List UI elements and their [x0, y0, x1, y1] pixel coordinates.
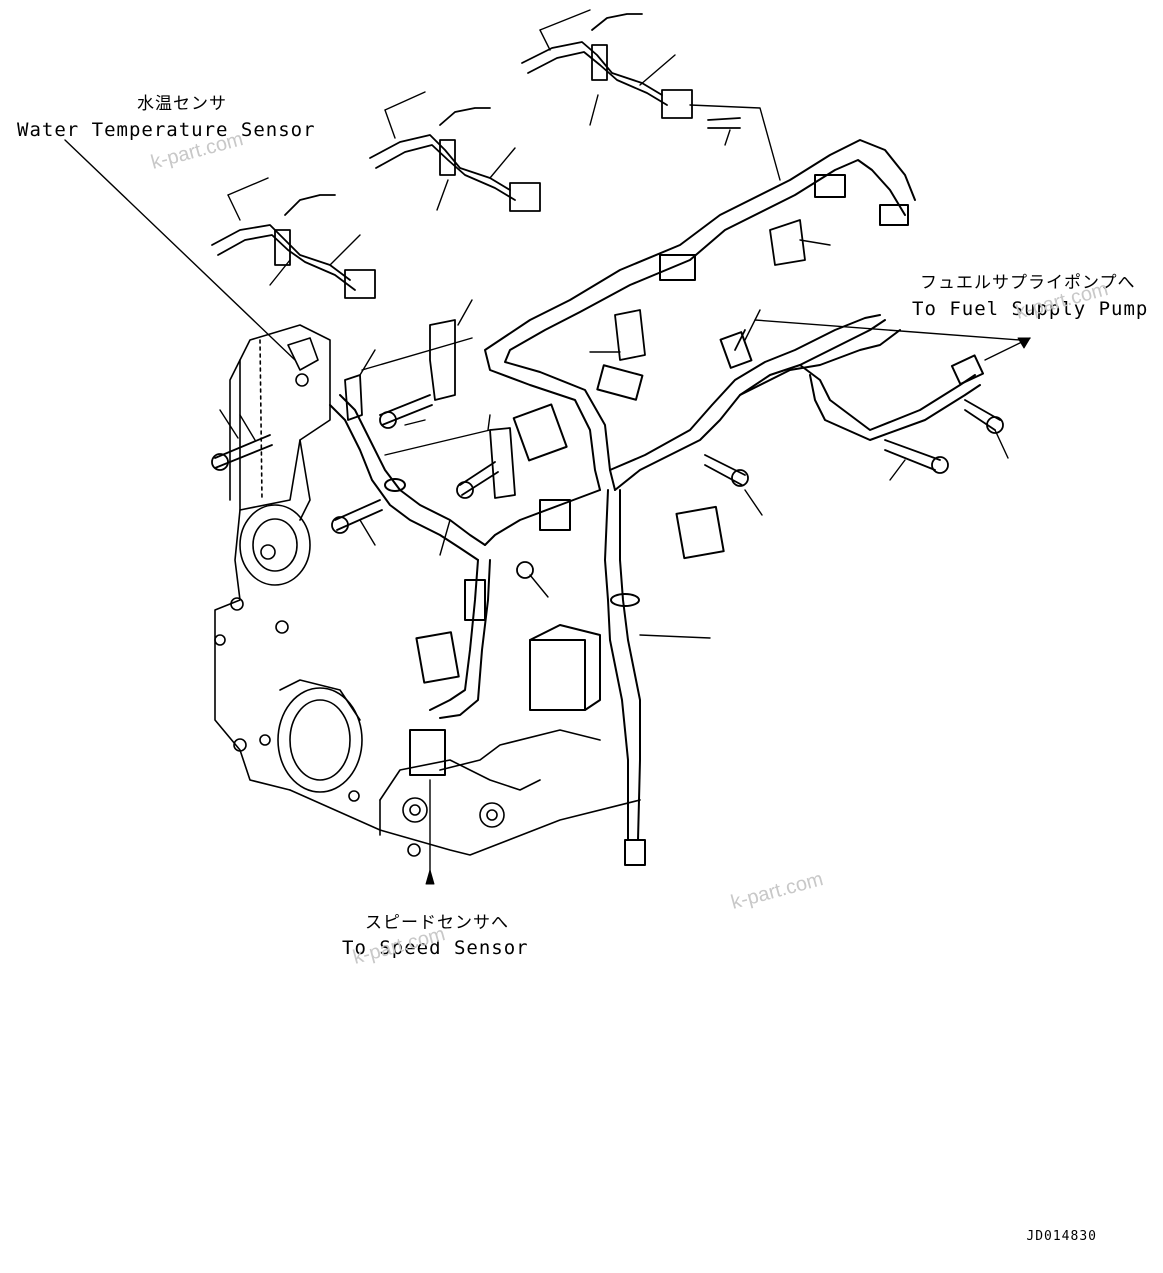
- brackets: [344, 219, 806, 499]
- injector-harness-2: [369, 107, 541, 212]
- drawing-number: JD014830: [1026, 1229, 1097, 1244]
- injector-harness-3: [521, 13, 693, 119]
- fuel-pump-label-jp: フュエルサプライポンプへ: [920, 273, 1136, 293]
- bolts: [211, 117, 1004, 579]
- fuel-pump-label-en: To Fuel Supply Pump: [912, 298, 1149, 320]
- water-sensor-label-en: Water Temperature Sensor: [17, 119, 316, 141]
- main-harness: [329, 139, 981, 841]
- arrows: [425, 337, 1031, 885]
- injector-harness-1: [211, 194, 376, 299]
- leader-lines: [64, 9, 1021, 881]
- engine-block: [214, 324, 641, 857]
- speed-sensor-label-en: To Speed Sensor: [342, 937, 529, 959]
- connectors: [384, 174, 985, 866]
- water-sensor-label-jp: 水温センサ: [137, 94, 227, 114]
- speed-sensor-label-jp: スピードセンサへ: [365, 913, 509, 933]
